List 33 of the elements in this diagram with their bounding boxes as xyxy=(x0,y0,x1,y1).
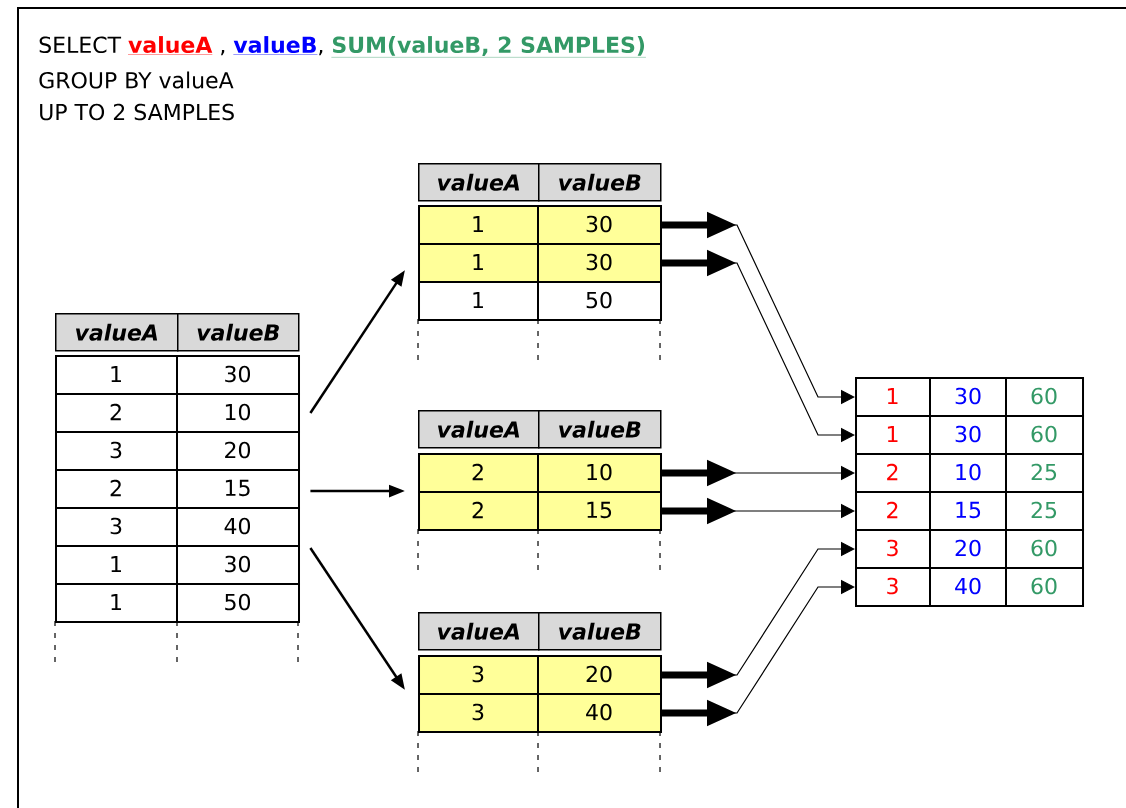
node-label: valueB xyxy=(197,323,279,341)
query-line: SELECT valueA , valueB, SUM(valueB, 2 SAMPLES) xyxy=(39,36,647,58)
result-row: 1 30 60 xyxy=(855,376,1084,417)
table-row: 1 30 xyxy=(418,204,662,245)
table-row: 1 30 xyxy=(418,242,662,283)
node-label: valueA xyxy=(437,173,520,191)
table-row: 1 30 xyxy=(55,544,300,585)
result-row: 2 15 25 xyxy=(855,490,1084,531)
table-row: 1 50 xyxy=(418,280,662,321)
table-row: 2 15 xyxy=(418,490,662,531)
table-row: 2 15 xyxy=(55,468,300,509)
label: SUM(valueB, 2 SAMPLES) xyxy=(332,36,645,56)
table-row: 3 20 xyxy=(418,654,662,695)
label: valueB xyxy=(233,36,316,54)
result-row: 1 30 60 xyxy=(855,414,1084,455)
table-row: 3 40 xyxy=(55,506,300,547)
result-row: 3 20 60 xyxy=(855,528,1084,569)
table-row: 1 30 xyxy=(55,354,300,395)
label: , xyxy=(319,50,323,56)
query-line: GROUP BY valueA xyxy=(39,71,234,89)
table-row: 2 10 xyxy=(418,452,662,493)
result-row: 3 40 60 xyxy=(855,566,1084,607)
label: SELECT xyxy=(39,36,122,54)
node-label: valueA xyxy=(437,420,520,438)
result-row: 2 10 25 xyxy=(855,452,1084,493)
node-label: valueA xyxy=(437,622,520,640)
table-row: 1 50 xyxy=(55,582,300,623)
label: valueA xyxy=(128,36,213,54)
query-line: UP TO 2 SAMPLES xyxy=(40,103,234,121)
table-row: 3 40 xyxy=(418,692,662,733)
label: , xyxy=(221,50,225,56)
table-row: 2 10 xyxy=(55,392,300,433)
table-row: 3 20 xyxy=(55,430,300,471)
